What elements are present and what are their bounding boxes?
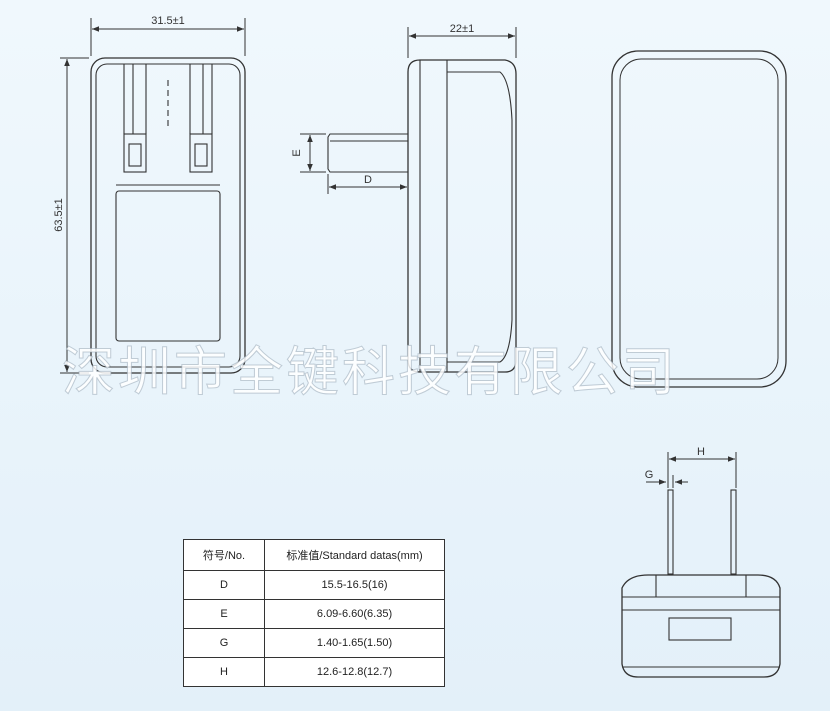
spec-table: 符号/No. 标准值/Standard datas(mm) D 15.5-16.… (183, 539, 445, 687)
table-row: E 6.09-6.60(6.35) (183, 599, 445, 629)
table-row: G 1.40-1.65(1.50) (183, 628, 445, 658)
e-dimension-label: E (291, 149, 303, 156)
back-view (611, 50, 787, 388)
depth-dimension-label: 22±1 (450, 23, 474, 35)
h-dimension-label: H (697, 446, 705, 458)
table-header-row: 符号/No. 标准值/Standard datas(mm) (183, 539, 445, 571)
row-value: 15.5-16.5(16) (264, 570, 445, 600)
row-value: 1.40-1.65(1.50) (264, 628, 445, 658)
column-header-no: 符号/No. (183, 539, 265, 571)
table-row: H 12.6-12.8(12.7) (183, 657, 445, 687)
row-symbol: G (183, 628, 265, 658)
row-symbol: D (183, 570, 265, 600)
side-view (327, 59, 517, 373)
row-symbol: H (183, 657, 265, 687)
d-dimension-label: D (364, 174, 372, 186)
column-header-standard: 标准值/Standard datas(mm) (264, 539, 445, 571)
row-value: 12.6-12.8(12.7) (264, 657, 445, 687)
front-view (90, 57, 246, 374)
width-dimension-label: 31.5±1 (151, 15, 185, 27)
row-symbol: E (183, 599, 265, 629)
side-dimensions (300, 27, 517, 194)
front-dimensions (60, 18, 246, 374)
height-dimension-label: 63.5±1 (53, 198, 65, 232)
row-value: 6.09-6.60(6.35) (264, 599, 445, 629)
g-dimension-label: G (645, 469, 654, 481)
bottom-dimensions (646, 452, 737, 488)
table-row: D 15.5-16.5(16) (183, 570, 445, 600)
bottom-view (621, 489, 781, 678)
